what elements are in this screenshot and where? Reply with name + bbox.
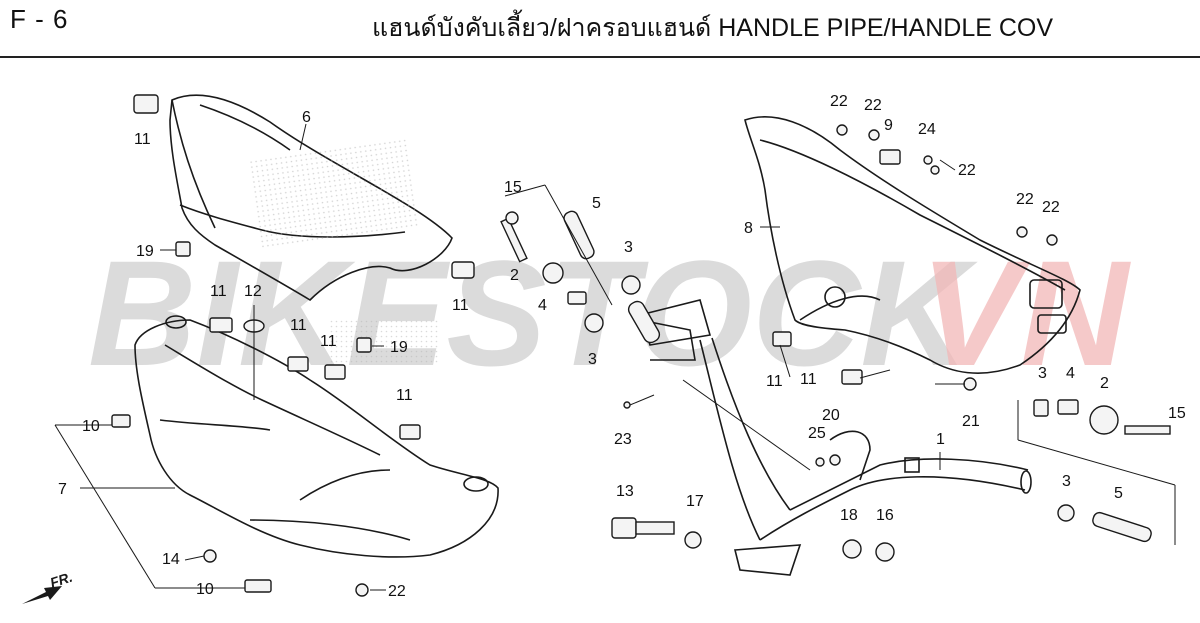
callout-label: 11: [452, 297, 469, 314]
callout-label: 6: [302, 109, 311, 126]
rear-cover: [134, 315, 499, 558]
callout-label: 5: [1114, 485, 1123, 502]
page-header: F - 6 แฮนด์บังคับเลี้ยว/ฝาครอบแฮนด์ HAND…: [0, 0, 1200, 56]
watermark-right: VN: [920, 229, 1131, 397]
header-divider: [0, 56, 1200, 58]
callout-label: 7: [58, 481, 67, 498]
callout-label: 22: [1016, 191, 1034, 208]
page-title: แฮนด์บังคับเลี้ยว/ฝาครอบแฮนด์ HANDLE PIP…: [372, 14, 1054, 42]
callout-label: 11: [134, 131, 151, 148]
callout-label: 9: [884, 117, 893, 134]
callout-label: 22: [958, 162, 976, 179]
parts-diagram: BIKESTOCK VN: [22, 93, 1186, 604]
callout-label: 10: [82, 418, 100, 435]
callout-label: 22: [1042, 199, 1060, 216]
callout-label: 16: [876, 507, 894, 524]
leader-lines: [54, 123, 1176, 591]
callout-label: 8: [744, 220, 753, 237]
handle-pipe: [638, 299, 1032, 576]
callout-label: 3: [1062, 473, 1071, 490]
clip-parts: [111, 94, 475, 597]
cover-texture-lower: [330, 320, 440, 365]
inner-cover: [744, 116, 1081, 374]
front-direction-arrow: FR.: [22, 569, 74, 604]
callout-label: 3: [588, 351, 597, 368]
callout-label: 22: [388, 583, 406, 600]
callout-label: 2: [1100, 375, 1109, 392]
callout-label: 20: [822, 407, 840, 424]
callout-label: 12: [244, 283, 262, 300]
callout-label: 18: [840, 507, 858, 524]
callout-label: 11: [396, 387, 413, 404]
callout-label: 2: [510, 267, 519, 284]
cover-texture: [249, 138, 421, 251]
callout-label: 15: [504, 179, 522, 196]
callout-label: 19: [390, 339, 408, 356]
callout-label: 11: [290, 317, 307, 334]
page-code: F - 6: [10, 4, 69, 34]
callout-label: 4: [538, 297, 547, 314]
callout-label: 22: [864, 97, 882, 114]
callout-label: 14: [162, 551, 180, 568]
callout-label: 19: [136, 243, 154, 260]
callout-label: 11: [766, 373, 783, 390]
callout-label: 10: [196, 581, 214, 598]
callout-label: 23: [614, 431, 632, 448]
callout-label: 25: [808, 425, 826, 442]
callout-label: 21: [962, 413, 980, 430]
callout-label: 24: [918, 121, 936, 138]
callout-label: 3: [1038, 365, 1047, 382]
hardware-right: [772, 124, 1171, 543]
callout-label: 5: [592, 195, 601, 212]
callout-label: 11: [800, 371, 817, 388]
callout-label: 1: [936, 431, 945, 448]
callout-label: 17: [686, 493, 704, 510]
callout-labels: 11 6 19 11 12 11 11 19 11 11 10 7 14 10 …: [58, 93, 1186, 600]
callout-label: 11: [210, 283, 227, 300]
callout-label: 22: [830, 93, 848, 110]
callout-label: 11: [320, 333, 337, 350]
callout-label: 13: [616, 483, 634, 500]
callout-label: 4: [1066, 365, 1075, 382]
callout-label: 15: [1168, 405, 1186, 422]
hardware-middle: [500, 210, 895, 562]
callout-label: 3: [624, 239, 633, 256]
direction-label: FR.: [48, 569, 74, 591]
